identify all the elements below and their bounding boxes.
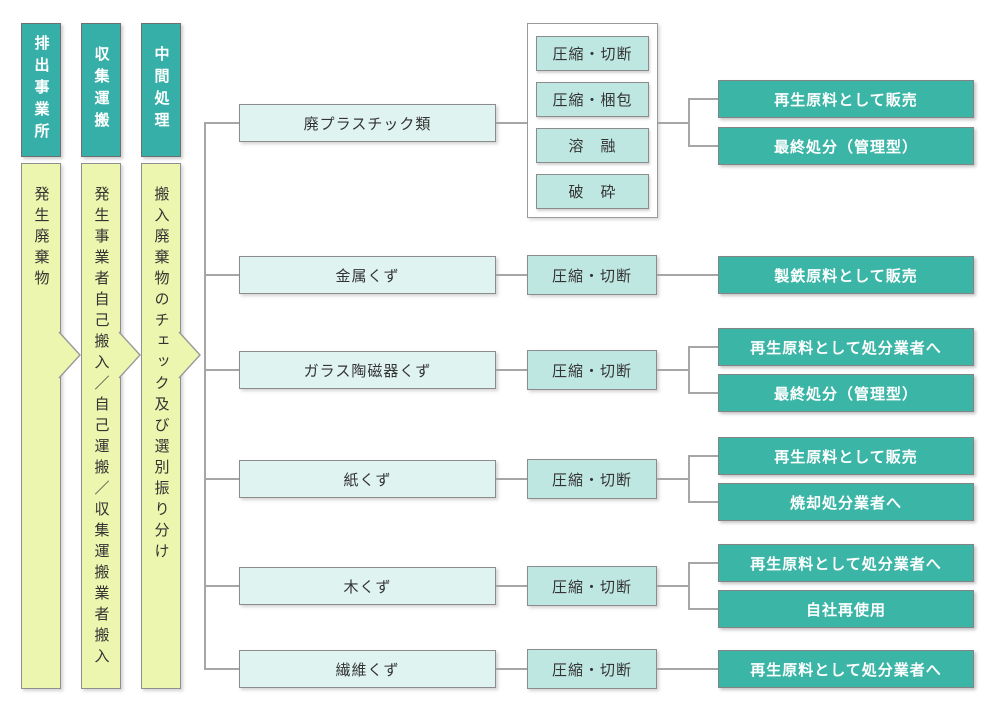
stage-header-discharge-site: 排出事業所 bbox=[21, 23, 61, 157]
connector-line bbox=[496, 122, 527, 124]
stage-body-transport-methods: 発生事業者自己搬入／自己運搬／収集運搬業者搬入 bbox=[81, 163, 121, 689]
connector-line bbox=[496, 585, 527, 587]
output-box: 製鉄原料として販売 bbox=[718, 256, 974, 294]
process-label: 圧縮・梱包 bbox=[552, 92, 633, 109]
category-label: ガラス陶磁器くず bbox=[303, 362, 432, 380]
process-label: 圧縮・切断 bbox=[551, 267, 632, 285]
connector-branch-line bbox=[688, 562, 690, 610]
output-box: 焼却処分業者へ bbox=[718, 483, 974, 521]
process-box: 圧縮・梱包 bbox=[536, 82, 649, 117]
process-box: 破 砕 bbox=[536, 174, 649, 209]
output-label: 焼却処分業者へ bbox=[789, 494, 902, 512]
connector-line bbox=[690, 608, 718, 610]
connector-line bbox=[690, 98, 718, 100]
output-label: 再生原料として販売 bbox=[774, 448, 918, 466]
stage-header-intermediate-processing: 中間処理 bbox=[141, 23, 181, 157]
connector-line bbox=[204, 122, 239, 124]
category-label: 木くず bbox=[343, 578, 392, 596]
category-label: 繊維くず bbox=[335, 661, 400, 679]
process-label: 圧縮・切断 bbox=[551, 578, 632, 596]
connector-line bbox=[496, 274, 527, 276]
stage-body-generated-waste: 発生廃棄物 bbox=[21, 163, 61, 689]
connector-line bbox=[496, 668, 527, 670]
stage-body-label: 搬入廃棄物のチェック及び選別振り分け bbox=[152, 186, 170, 564]
stage-header-label: 中間処理 bbox=[152, 46, 170, 134]
category-label: 金属くず bbox=[335, 267, 400, 285]
connector-line bbox=[690, 392, 718, 394]
connector-line bbox=[658, 122, 689, 124]
category-box-textile: 繊維くず bbox=[239, 650, 496, 688]
connector-line bbox=[204, 668, 239, 670]
process-label: 圧縮・切断 bbox=[551, 661, 632, 679]
category-label: 廃プラスチック類 bbox=[303, 115, 432, 133]
process-label: 破 砕 bbox=[568, 184, 617, 201]
stage-header-label: 収集運搬 bbox=[92, 46, 110, 134]
process-box: 圧縮・切断 bbox=[527, 649, 657, 689]
flow-arrow-icon bbox=[178, 331, 201, 379]
connector-line bbox=[657, 668, 718, 670]
process-label: 溶 融 bbox=[568, 138, 617, 155]
stage-body-check-sorting: 搬入廃棄物のチェック及び選別振り分け bbox=[141, 163, 181, 689]
connector-line bbox=[496, 478, 527, 480]
process-box: 溶 融 bbox=[536, 128, 649, 163]
output-box: 再生原料として販売 bbox=[718, 437, 974, 475]
stage-header-collection-transport: 収集運搬 bbox=[81, 23, 121, 157]
output-label: 製鉄原料として販売 bbox=[774, 267, 918, 285]
connector-line bbox=[690, 145, 718, 147]
connector-line bbox=[204, 274, 239, 276]
connector-line bbox=[204, 369, 239, 371]
connector-line bbox=[657, 585, 689, 587]
category-box-glass: ガラス陶磁器くず bbox=[239, 351, 496, 389]
process-box: 圧縮・切断 bbox=[527, 566, 657, 606]
process-label: 圧縮・切断 bbox=[551, 471, 632, 489]
connector-line bbox=[657, 274, 718, 276]
output-label: 再生原料として処分業者へ bbox=[750, 661, 942, 679]
connector-branch-line bbox=[688, 455, 690, 503]
stage-body-label: 発生事業者自己搬入／自己運搬／収集運搬業者搬入 bbox=[92, 186, 110, 669]
connector-line bbox=[657, 369, 689, 371]
category-box-paper: 紙くず bbox=[239, 460, 496, 498]
process-box: 圧縮・切断 bbox=[527, 350, 657, 390]
connector-line bbox=[690, 346, 718, 348]
process-box: 圧縮・切断 bbox=[527, 459, 657, 499]
category-box-wood: 木くず bbox=[239, 567, 496, 605]
output-label: 再生原料として処分業者へ bbox=[750, 339, 942, 357]
connector-branch-line bbox=[688, 346, 690, 394]
process-box: 圧縮・切断 bbox=[536, 36, 649, 71]
category-box-plastic: 廃プラスチック類 bbox=[239, 104, 496, 142]
connector-line bbox=[657, 478, 689, 480]
output-box: 最終処分（管理型） bbox=[718, 127, 974, 165]
output-box: 自社再使用 bbox=[718, 590, 974, 628]
flow-arrow-icon bbox=[58, 331, 81, 379]
category-label: 紙くず bbox=[343, 471, 392, 489]
output-label: 再生原料として処分業者へ bbox=[750, 555, 942, 573]
connector-line bbox=[690, 455, 718, 457]
connector-branch-line bbox=[688, 98, 690, 147]
process-box: 圧縮・切断 bbox=[527, 255, 657, 295]
stage-header-label: 排出事業所 bbox=[32, 35, 50, 145]
flow-arrow-icon bbox=[118, 331, 141, 379]
output-label: 再生原料として販売 bbox=[774, 91, 918, 109]
connector-line bbox=[690, 501, 718, 503]
connector-line bbox=[690, 562, 718, 564]
output-box: 再生原料として処分業者へ bbox=[718, 328, 974, 366]
connector-line bbox=[204, 585, 239, 587]
connector-line bbox=[496, 369, 527, 371]
stage-body-label: 発生廃棄物 bbox=[32, 186, 50, 291]
process-label: 圧縮・切断 bbox=[551, 362, 632, 380]
process-group-plastic: 圧縮・切断 圧縮・梱包 溶 融 破 砕 bbox=[527, 23, 658, 218]
category-box-metal: 金属くず bbox=[239, 256, 496, 294]
output-label: 最終処分（管理型） bbox=[773, 385, 918, 403]
output-label: 最終処分（管理型） bbox=[773, 138, 918, 156]
process-label: 圧縮・切断 bbox=[552, 46, 633, 63]
output-box: 再生原料として販売 bbox=[718, 80, 974, 118]
output-label: 自社再使用 bbox=[805, 601, 886, 619]
output-box: 再生原料として処分業者へ bbox=[718, 544, 974, 582]
connector-line bbox=[204, 478, 239, 480]
output-box: 再生原料として処分業者へ bbox=[718, 650, 974, 688]
output-box: 最終処分（管理型） bbox=[718, 374, 974, 412]
connector-trunk-line bbox=[204, 122, 206, 670]
